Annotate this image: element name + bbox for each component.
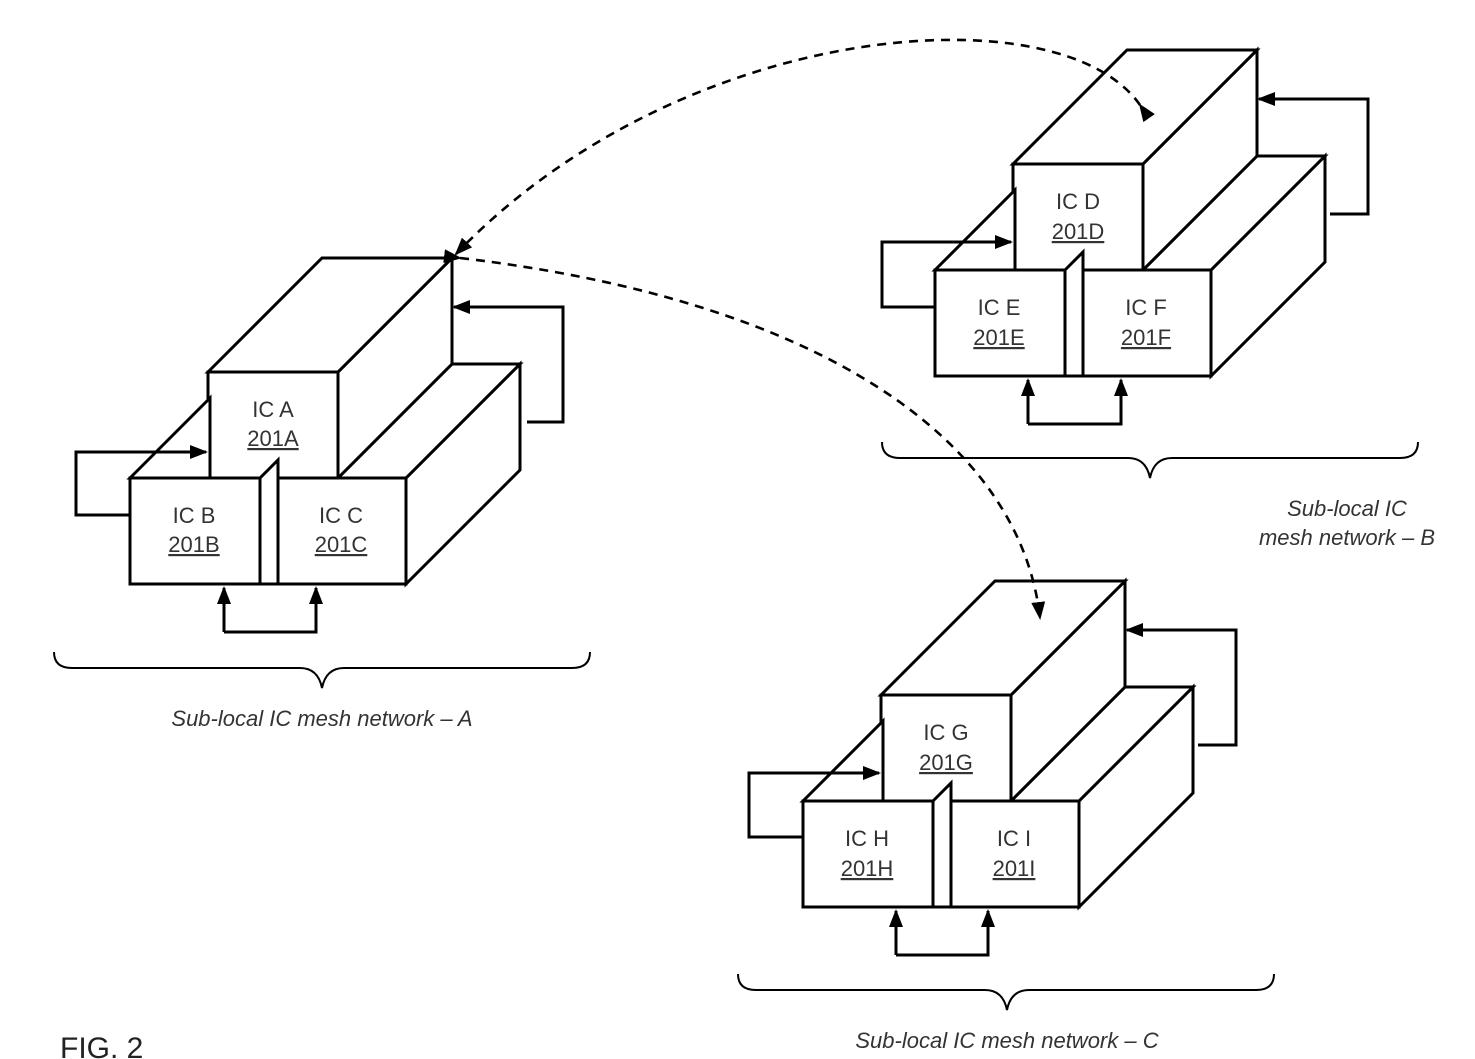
- chip-g-ref: 201G: [919, 750, 973, 775]
- brace-network-a: [54, 652, 590, 688]
- chip-f-ref: 201F: [1121, 325, 1171, 350]
- chip-d-name: IC D: [1056, 189, 1100, 214]
- link-h-to-i: [896, 911, 988, 955]
- caption-network-b-line1: Sub-local IC: [1287, 496, 1407, 521]
- link-b-to-c: [224, 588, 316, 632]
- brace-network-c: [738, 974, 1274, 1010]
- chip-i-front: [951, 801, 1079, 907]
- chip-h-ref: 201H: [841, 856, 894, 881]
- mesh-network-c: IC G 201G IC H 201H IC I 201I Sub-local …: [738, 581, 1274, 1053]
- chip-c-front: [278, 478, 406, 584]
- caption-network-c: Sub-local IC mesh network – C: [855, 1028, 1158, 1053]
- chip-c-ref: 201C: [315, 532, 368, 557]
- mesh-network-a: IC A 201A IC B 201B IC C 201C Sub-local …: [54, 258, 590, 731]
- chip-h-name: IC H: [845, 826, 889, 851]
- caption-network-a: Sub-local IC mesh network – A: [171, 706, 472, 731]
- chip-e-ref: 201E: [973, 325, 1024, 350]
- mesh-network-b: IC D 201D IC E 201E IC F 201F Sub-local …: [882, 50, 1435, 550]
- link-e-to-f: [1028, 380, 1121, 424]
- brace-network-b: [882, 442, 1418, 478]
- chip-a-ref: 201A: [247, 426, 299, 451]
- chip-f-name: IC F: [1125, 295, 1167, 320]
- chip-e-name: IC E: [978, 295, 1021, 320]
- chip-a-name: IC A: [252, 397, 294, 422]
- figure-label: FIG. 2: [60, 1032, 143, 1059]
- chip-f-front: [1083, 270, 1211, 376]
- chip-d-ref: 201D: [1052, 219, 1105, 244]
- caption-network-b-line2: mesh network – B: [1259, 525, 1435, 550]
- chip-b-ref: 201B: [168, 532, 219, 557]
- chip-i-ref: 201I: [993, 856, 1036, 881]
- chip-c-name: IC C: [319, 503, 363, 528]
- chip-b-name: IC B: [173, 503, 216, 528]
- chip-g-name: IC G: [923, 720, 968, 745]
- chip-i-name: IC I: [997, 826, 1031, 851]
